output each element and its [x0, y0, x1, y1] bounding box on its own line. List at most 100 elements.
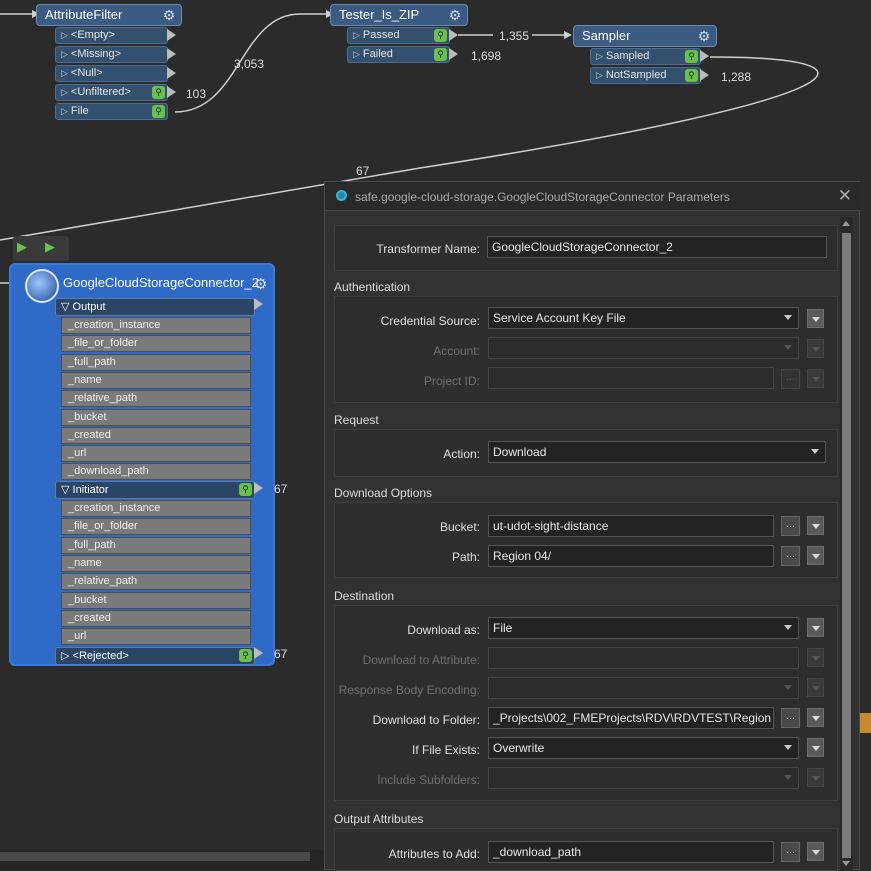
attribute-row: _creation_instance: [61, 317, 251, 334]
attribute-row: _file_or_folder: [61, 335, 251, 353]
dialog-titlebar[interactable]: safe.google-cloud-storage.GoogleCloudSto…: [325, 182, 861, 211]
scrollbar-thumb[interactable]: [0, 852, 310, 861]
account-select[interactable]: [488, 337, 799, 359]
credential-source-select[interactable]: Service Account Key File: [488, 307, 799, 329]
if-file-exists-select[interactable]: Overwrite: [488, 737, 799, 759]
expand-triangle-icon: ▷: [61, 87, 68, 97]
parameter-menu-button[interactable]: [807, 516, 824, 535]
port-missing[interactable]: ▷<Missing>: [55, 46, 168, 63]
response-body-encoding-label: Response Body Encoding:: [338, 683, 480, 697]
inspect-icon[interactable]: ⚲: [239, 649, 252, 662]
include-subfolders-select[interactable]: [488, 767, 799, 789]
port-sampled[interactable]: ▷Sampled⚲: [590, 48, 701, 65]
canvas-horizontal-scrollbar[interactable]: [0, 850, 324, 870]
attribute-row: _creation_instance: [61, 500, 251, 517]
section-output-attributes: Output Attributes: [334, 812, 424, 826]
ellipsis-button[interactable]: ...: [781, 842, 800, 862]
initiator-port[interactable]: ▽ Initiator⚲: [55, 481, 255, 499]
chevron-down-icon: [784, 775, 792, 780]
download-to-attribute-input[interactable]: [488, 647, 799, 669]
authentication-panel: Credential Source: Service Account Key F…: [334, 296, 838, 403]
side-panel-tab[interactable]: [860, 713, 871, 733]
expand-triangle-icon: ▷: [596, 51, 603, 61]
rejected-port[interactable]: ▷ <Rejected>⚲: [55, 647, 255, 665]
port-failed[interactable]: ▷Failed⚲: [347, 46, 450, 63]
port-label: File: [70, 105, 89, 117]
project-id-input[interactable]: [488, 367, 774, 389]
attribute-row: _bucket: [61, 408, 251, 426]
action-select[interactable]: Download: [488, 441, 826, 463]
scrollbar-thumb[interactable]: [842, 233, 851, 858]
attribute-row: _full_path: [61, 536, 251, 554]
run-to-this-icon[interactable]: ▶: [17, 239, 27, 254]
inspect-icon[interactable]: ⚲: [152, 105, 165, 118]
expand-triangle-icon: ▷: [61, 106, 68, 116]
close-icon[interactable]: ✕: [837, 186, 852, 205]
download-to-folder-input[interactable]: _Projects\002_FMEProjects\RDV\RDVTEST\Re…: [488, 707, 774, 729]
output-arrow-icon: [167, 29, 176, 41]
transformer-name-input[interactable]: GoogleCloudStorageConnector_2: [487, 236, 827, 258]
inspect-icon[interactable]: ⚲: [685, 50, 698, 63]
parameter-menu-button[interactable]: [807, 738, 824, 757]
parameter-menu-button[interactable]: [807, 842, 824, 861]
chevron-down-icon: [811, 449, 819, 454]
inspect-icon[interactable]: ⚲: [434, 48, 447, 61]
output-port[interactable]: ▽ Output: [55, 298, 255, 316]
response-body-encoding-select[interactable]: [488, 677, 799, 699]
attribute-row: _url: [61, 445, 251, 463]
inspect-icon[interactable]: ⚲: [152, 86, 165, 99]
parameter-menu-button[interactable]: [807, 309, 824, 328]
gcs-connector-node[interactable]: GoogleCloudStorageConnector_2 ⚙ ▽ Output…: [9, 263, 275, 666]
attributefilter-node[interactable]: AttributeFilter ⚙: [36, 4, 182, 26]
port-unfiltered[interactable]: ▷<Unfiltered>⚲: [55, 84, 168, 101]
scroll-up-icon[interactable]: [842, 221, 850, 226]
parameter-menu-button[interactable]: [807, 618, 824, 637]
tester-node[interactable]: Tester_Is_ZIP ⚙: [330, 4, 468, 26]
parameter-menu-button[interactable]: [807, 648, 824, 667]
section-authentication: Authentication: [334, 280, 411, 294]
port-passed[interactable]: ▷Passed⚲: [347, 27, 450, 44]
gear-icon[interactable]: ⚙: [697, 28, 711, 44]
gear-icon[interactable]: ⚙: [162, 7, 176, 23]
ellipsis-button[interactable]: ...: [781, 369, 800, 389]
port-label: <Null>: [70, 67, 103, 79]
parameter-menu-button[interactable]: [807, 708, 824, 727]
port-file[interactable]: ▷File ⚲: [55, 103, 168, 120]
port-empty[interactable]: ▷<Empty>: [55, 27, 168, 44]
download-as-label: Download as:: [407, 623, 480, 637]
output-arrow-icon: [254, 647, 263, 659]
run-from-this-icon[interactable]: ▶: [45, 239, 55, 254]
path-input[interactable]: Region 04/: [488, 545, 774, 567]
parameter-menu-button[interactable]: [807, 546, 824, 565]
dialog-vertical-scrollbar[interactable]: [840, 217, 853, 871]
scroll-down-icon[interactable]: [842, 861, 850, 866]
chevron-down-icon: [784, 315, 792, 320]
ellipsis-button[interactable]: ...: [781, 516, 800, 536]
credential-source-label: Credential Source:: [380, 314, 480, 328]
gear-icon[interactable]: ⚙: [254, 276, 268, 293]
download-as-select[interactable]: File: [488, 617, 799, 639]
gear-icon[interactable]: ⚙: [448, 7, 462, 23]
inspect-icon[interactable]: ⚲: [239, 483, 252, 496]
ellipsis-button[interactable]: ...: [781, 546, 800, 566]
attributes-to-add-input[interactable]: _download_path: [488, 841, 774, 863]
parameter-menu-button[interactable]: [807, 339, 824, 358]
parameter-menu-button[interactable]: [807, 369, 824, 388]
output-arrow-icon: [449, 48, 458, 60]
node-run-toolbar: ▶▶: [13, 236, 69, 261]
ellipsis-button[interactable]: ...: [781, 708, 800, 728]
parameter-menu-button[interactable]: [807, 678, 824, 697]
output-attributes-panel: Attributes to Add: _download_path ...: [334, 828, 838, 871]
attribute-row: _relative_path: [61, 390, 251, 408]
inspect-icon[interactable]: ⚲: [685, 69, 698, 82]
sampler-node[interactable]: Sampler ⚙: [573, 25, 717, 47]
feature-count: 1,698: [471, 49, 502, 63]
port-null[interactable]: ▷<Null>: [55, 65, 168, 82]
attribute-row: _bucket: [61, 591, 251, 609]
inspect-icon[interactable]: ⚲: [434, 29, 447, 42]
expand-triangle-icon: ▷: [61, 650, 73, 662]
port-notsampled[interactable]: ▷NotSampled⚲: [590, 67, 701, 84]
bucket-input[interactable]: ut-udot-sight-distance: [488, 515, 774, 537]
parameter-menu-button[interactable]: [807, 768, 824, 787]
